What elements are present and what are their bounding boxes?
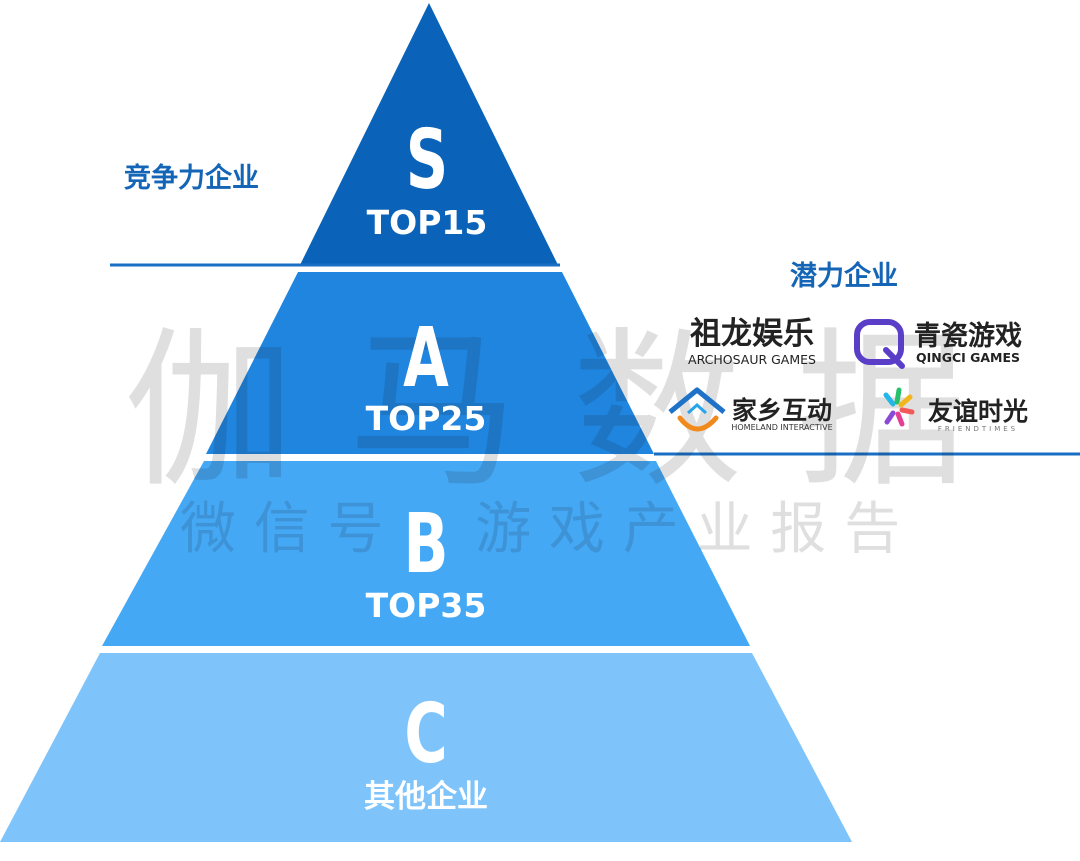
tier-s-shape <box>300 3 558 265</box>
tier-b-letter: B <box>404 496 449 591</box>
logo-sub-archosaur: ARCHOSAUR GAMES <box>688 352 816 367</box>
tier-b-shape <box>102 461 750 646</box>
logo-name-qingci: 青瓷游戏 <box>914 321 1022 352</box>
tier-s-letter: S <box>406 112 449 207</box>
tier-c-label: 其他企业 <box>364 779 488 815</box>
tier-a-shape <box>206 272 654 454</box>
logo-sub-homeland: HOMELAND INTERACTIVE <box>731 423 832 432</box>
tier-c-shape <box>0 653 852 842</box>
qingci-logo: 青瓷游戏 QINGCI GAMES <box>854 319 1022 369</box>
logo-sub-qingci: QINGCI GAMES <box>916 350 1020 365</box>
archosaur-logo: 祖龙娱乐 ARCHOSAUR GAMES <box>688 316 816 367</box>
right-label: 潜力企业 <box>790 260 898 292</box>
logo-sub-friendtimes: FRIENDTIMES <box>938 425 1018 433</box>
tier-labels: S TOP15 A TOP25 B TOP35 C 其他企业 <box>364 112 488 815</box>
logo-name-friendtimes: 友谊时光 <box>928 397 1028 426</box>
homeland-logo: 家乡互动 HOMELAND INTERACTIVE <box>668 387 833 432</box>
qingci-q-icon <box>854 319 905 369</box>
friendtimes-burst-icon <box>883 387 915 427</box>
homeland-house-icon <box>668 387 726 432</box>
logo-name-archosaur: 祖龙娱乐 <box>690 316 814 352</box>
watermark-line2: 微 信 号 ： 游 戏 产 业 报 告 <box>180 497 900 562</box>
tier-b-label: TOP35 <box>366 586 487 625</box>
watermark-line1: 伽 马 数 据 <box>124 313 966 511</box>
tier-c-letter: C <box>404 686 447 781</box>
friendtimes-logo: 友谊时光 FRIENDTIMES <box>883 387 1028 433</box>
tier-a-label: TOP25 <box>366 399 487 438</box>
pyramid <box>0 3 852 842</box>
logos: 祖龙娱乐 ARCHOSAUR GAMES 青瓷游戏 QINGCI GAMES 家… <box>668 316 1028 433</box>
left-label: 竞争力企业 <box>124 162 259 194</box>
watermark: 伽 马 数 据 微 信 号 ： 游 戏 产 业 报 告 <box>124 313 966 562</box>
logo-name-homeland: 家乡互动 <box>732 396 832 425</box>
tier-s-label: TOP15 <box>367 203 488 242</box>
tier-a-letter: A <box>403 310 449 405</box>
